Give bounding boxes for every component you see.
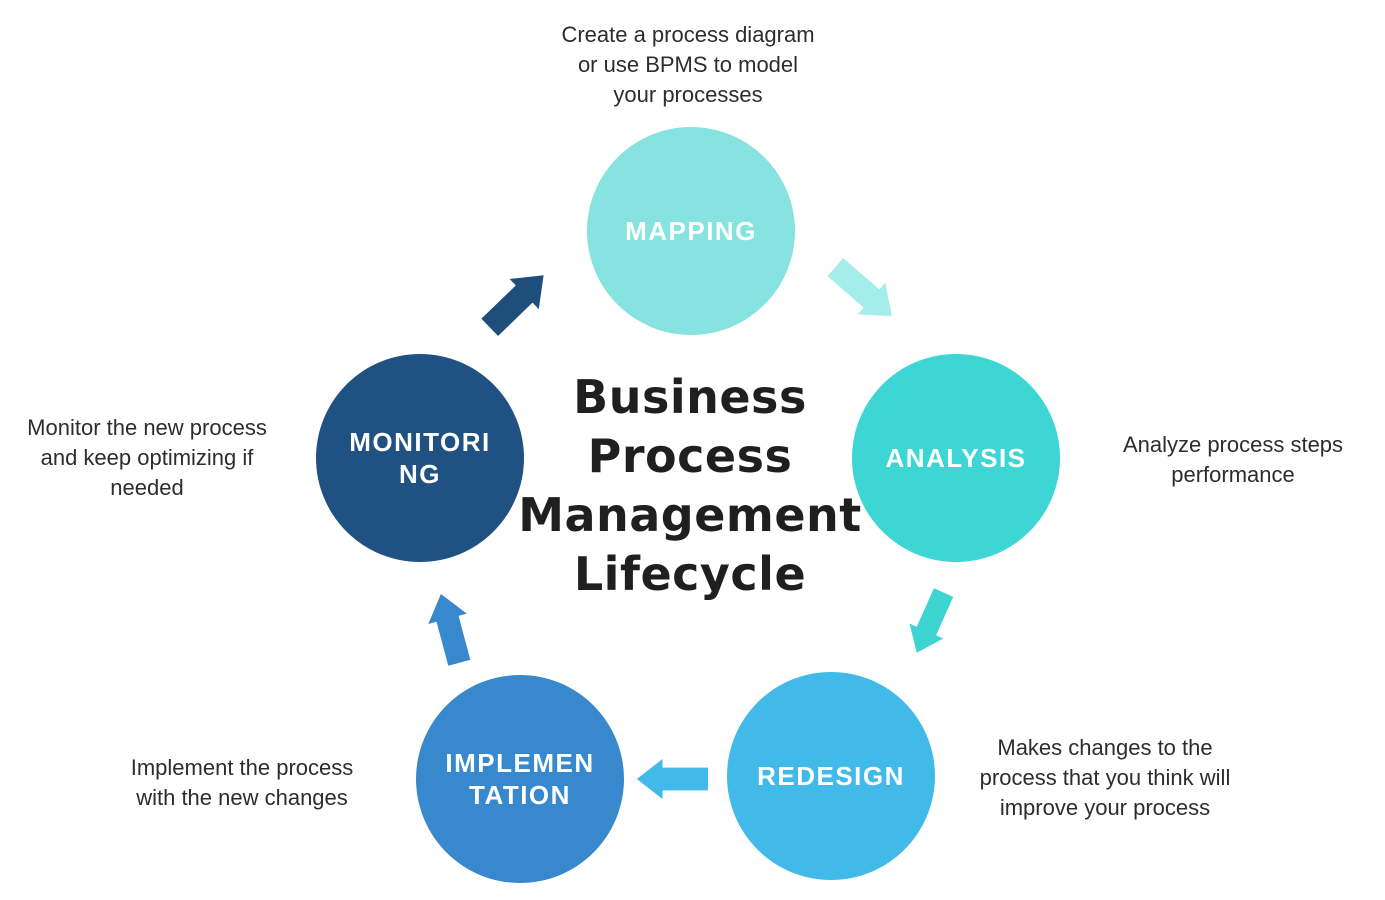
- stage-label-mapping: MAPPING: [625, 215, 757, 246]
- arrow-icon: [909, 588, 954, 653]
- note-monitoring: Monitor the new process and keep optimiz…: [27, 415, 267, 500]
- page-title: Business Process Management Lifecycle: [490, 368, 890, 604]
- stage-circle-redesign: REDESIGN: [727, 672, 935, 880]
- title-line: Management: [518, 488, 862, 542]
- title-line: Lifecycle: [573, 547, 807, 601]
- arrow-icon: [481, 275, 544, 337]
- stage-circle-implementation: IMPLEMEN TATION: [416, 675, 624, 883]
- arrow-shape: [909, 588, 954, 653]
- stage-label-monitoring: MONITORI NG: [349, 426, 491, 490]
- title-line: Business: [573, 370, 807, 424]
- stage-circle-mapping: MAPPING: [587, 127, 795, 335]
- note-mapping: Create a process diagram or use BPMS to …: [561, 22, 815, 107]
- stage-circle-analysis: ANALYSIS: [852, 354, 1060, 562]
- arrow-shape: [827, 258, 892, 317]
- arrow-analysis-to-redesign: [899, 585, 962, 662]
- arrow-shape: [428, 594, 471, 666]
- stage-label-analysis: ANALYSIS: [885, 442, 1027, 473]
- stage-label-redesign: REDESIGN: [757, 760, 905, 791]
- note-analysis: Analyze process steps performance: [1122, 432, 1344, 487]
- stage-label-implementation: IMPLEMEN TATION: [445, 747, 595, 811]
- stage-circle-monitoring: MONITORI NG: [316, 354, 524, 562]
- arrow-shape: [636, 759, 709, 799]
- arrow-icon: [428, 594, 471, 666]
- arrow-shape: [481, 275, 544, 337]
- title-line: Process: [587, 429, 793, 483]
- arrow-mapping-to-analysis: [821, 250, 907, 333]
- arrow-redesign-to-implementation: [636, 758, 709, 800]
- arrow-icon: [636, 759, 709, 799]
- note-implementation: Implement the process with the new chang…: [130, 755, 354, 810]
- arrow-implementation-to-monitoring: [420, 588, 479, 669]
- arrow-icon: [827, 258, 892, 317]
- arrow-monitoring-to-mapping: [474, 259, 559, 343]
- note-redesign: Makes changes to the process that you th…: [979, 735, 1231, 820]
